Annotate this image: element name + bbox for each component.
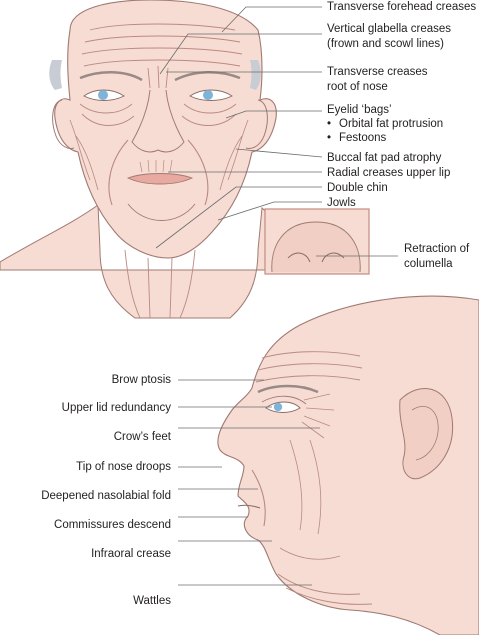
neck-folds: [124, 249, 196, 319]
profile-lid: [261, 395, 307, 405]
profile-cheek-creases: [279, 439, 341, 560]
leader-buccal: [235, 148, 323, 158]
eye-bags: [79, 103, 237, 126]
hair-right: [250, 60, 261, 90]
label-commissures: Commissures descend: [54, 519, 171, 531]
forehead-creases: [81, 23, 243, 67]
cheek-creases: [69, 119, 249, 191]
hair-left: [49, 60, 62, 90]
iris-left: [98, 90, 108, 100]
profile-head: [217, 295, 479, 635]
label-nasolabial-fold: Deepened nasolabial fold: [41, 490, 171, 502]
profile-forehead: [255, 351, 363, 383]
ear-left: [52, 99, 75, 149]
label-infraoral-crease: Infraoral crease: [91, 548, 171, 560]
label-columella-2: columella: [404, 258, 453, 270]
profile-wattles: [277, 573, 373, 605]
label-buccal-fat: Buccal fat pad atrophy: [327, 152, 442, 164]
iris-right: [203, 90, 213, 100]
inset-nose: [271, 221, 361, 273]
leader-glabella: [159, 33, 322, 75]
label-crows-feet: Crow’s feet: [113, 431, 171, 443]
label-radial-creases: Radial creases upper lip: [327, 167, 451, 179]
leader-double-chin: [155, 186, 322, 249]
front-mouth: [126, 173, 194, 185]
label-upper-lid: Upper lid redundancy: [61, 402, 171, 414]
columella-inset: [264, 208, 370, 275]
front-face: [0, 0, 326, 319]
profile-brow: [257, 384, 319, 394]
front-chin: [127, 203, 196, 221]
label-festoons: Festoons: [327, 131, 386, 145]
label-glabella-note: (frown and scowl lines): [327, 38, 444, 50]
glabella-creases: [147, 65, 169, 89]
label-nose-tip: Tip of nose droops: [76, 461, 171, 473]
leader-lines: [155, 6, 398, 586]
label-root-creases: Transverse creases: [327, 66, 428, 78]
label-brow-ptosis: Brow ptosis: [111, 374, 171, 386]
brow-left: [79, 70, 143, 82]
label-orbital-fat: Orbital fat protrusion: [327, 117, 443, 131]
label-forehead-creases: Transverse forehead creases: [327, 1, 477, 13]
label-jowls: Jowls: [327, 197, 356, 209]
ear-right: [245, 99, 268, 149]
label-wattles: Wattles: [133, 595, 171, 607]
profile-ear: [399, 387, 454, 480]
leader-jowls: [217, 201, 322, 221]
label-root-of-nose: root of nose: [327, 81, 388, 93]
profile-eye: [265, 401, 301, 413]
profile-ear-inner: [411, 406, 439, 461]
label-columella-1: Retraction of: [404, 243, 470, 255]
label-glabella-creases: Vertical glabella creases: [327, 23, 452, 35]
profile-face: [217, 295, 479, 635]
front-nose: [131, 89, 185, 153]
lip-creases: [139, 159, 173, 173]
profile-iris: [273, 402, 283, 412]
profile-nasolabial: [251, 469, 266, 527]
profile-mouth: [237, 504, 261, 509]
nasolabial-front: [108, 139, 209, 206]
crows-feet-lines: [301, 393, 335, 439]
label-eyelid-bags: Eyelid ‘bags’: [327, 104, 392, 116]
label-double-chin: Double chin: [327, 182, 388, 194]
leader-eyelid: [225, 110, 322, 119]
leader-forehead: [221, 6, 322, 33]
